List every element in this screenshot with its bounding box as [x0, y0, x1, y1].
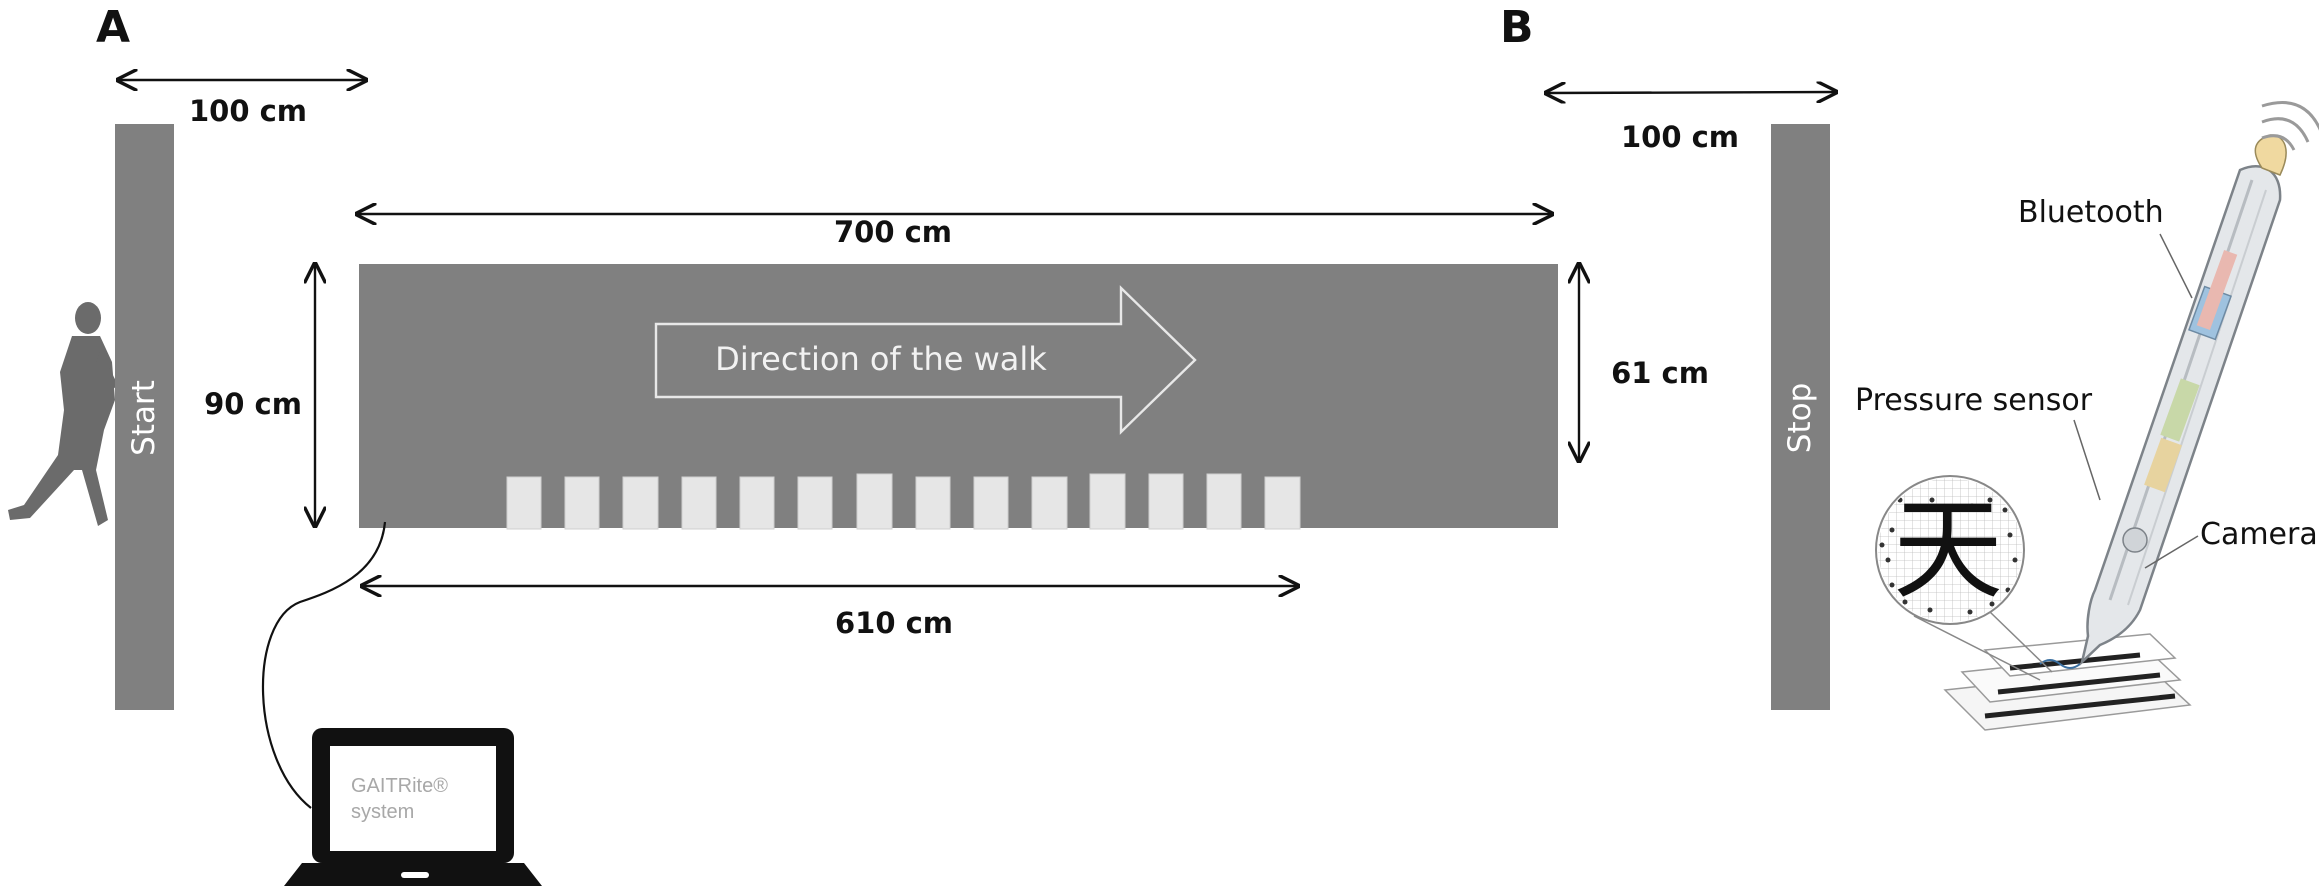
sensor-pad [856, 473, 893, 530]
panel-label-b: B [1500, 2, 1534, 53]
sensor-pad [1148, 473, 1184, 530]
panel-label-a: A [96, 2, 130, 53]
direction-arrow [654, 285, 1197, 435]
bluetooth-label: Bluetooth [2018, 195, 2164, 230]
walkway-height-label: 90 cm [204, 387, 302, 421]
start-width-label: 100 cm [189, 94, 307, 128]
direction-label: Direction of the walk [715, 340, 1047, 378]
walkway-length-label: 700 cm [834, 215, 952, 249]
character-glyph: 天 [1893, 486, 2003, 614]
sensor-pad [506, 476, 542, 530]
magnified-dot-pattern: 天 [1875, 475, 2053, 681]
sensor-pad [681, 476, 717, 530]
laptop-label-line2: system [351, 801, 414, 823]
start-bar [115, 124, 174, 710]
stop-bar [1771, 124, 1830, 710]
bluetooth-leader [2159, 233, 2193, 299]
sensor-pad [622, 476, 659, 530]
sensor-pad [1264, 476, 1301, 530]
pressure-sensor-label: Pressure sensor [1855, 383, 2093, 418]
digital-pen-icon [2079, 134, 2287, 666]
sensor-pad [739, 476, 775, 530]
pressure-sensor-leader [2073, 419, 2101, 501]
sensor-width-label: 61 cm [1611, 356, 1709, 390]
sensor-pad [915, 476, 951, 530]
camera-label: Camera [2200, 517, 2318, 552]
sensor-pad [1206, 473, 1242, 530]
sensor-pad [564, 476, 600, 530]
walking-person-icon [8, 302, 118, 526]
stop-label: Stop [1782, 383, 1818, 453]
stop-width-arrow [1546, 92, 1836, 93]
laptop-icon [284, 728, 542, 886]
laptop-label-line1: GAITRite® [351, 775, 448, 797]
sensor-length-label: 610 cm [835, 606, 953, 640]
start-label: Start [126, 380, 162, 456]
paper-sheets [1943, 633, 2192, 731]
sensor-pad [973, 476, 1009, 530]
stop-width-label: 100 cm [1621, 120, 1739, 154]
laptop-cable [261, 521, 387, 809]
sensor-pad [1031, 476, 1068, 530]
sensor-pads [506, 473, 1301, 530]
sensor-pad [797, 476, 833, 530]
camera-leader [2144, 535, 2199, 569]
sensor-pad [1089, 473, 1126, 530]
